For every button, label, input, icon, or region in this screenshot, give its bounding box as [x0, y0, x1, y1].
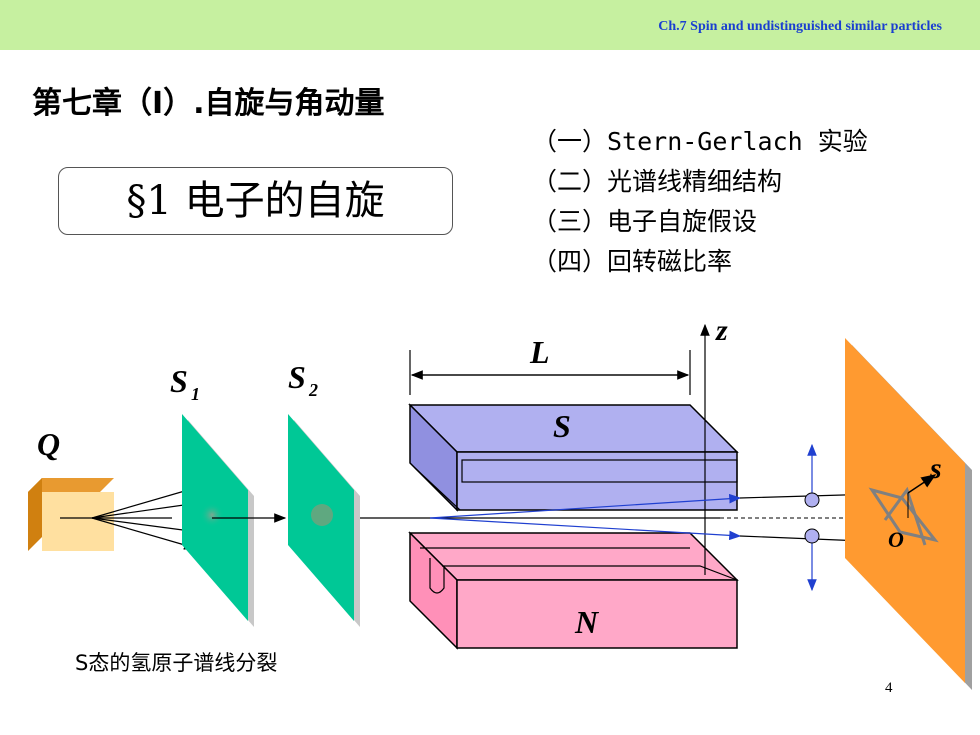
label-length: L	[529, 334, 550, 370]
header-bar: Ch.7 Spin and undistinguished similar pa…	[0, 0, 980, 50]
header-chapter-title: Ch.7 Spin and undistinguished similar pa…	[658, 19, 942, 34]
label-slit2-sub: 2	[308, 380, 318, 400]
outline-item: （三）电子自旋假设	[532, 207, 758, 236]
label-slit1: S	[170, 363, 188, 399]
outline-list: （一）Stern-Gerlach 实验 （二）光谱线精细结构 （三）电子自旋假设…	[532, 122, 868, 282]
page-title: 第七章（Ⅰ）.自旋与角动量	[32, 86, 385, 121]
label-spin: s	[929, 452, 942, 485]
label-source: Q	[37, 426, 60, 462]
page-number: 4	[885, 680, 893, 696]
outline-item: （四）回转磁比率	[532, 247, 733, 276]
magnet-south	[408, 403, 739, 512]
source-oven	[28, 478, 114, 551]
label-origin: O	[888, 527, 904, 552]
section-title: §1 电子的自旋	[126, 178, 385, 224]
section-box: §1 电子的自旋	[58, 167, 453, 235]
diagram-caption: S态的氢原子谱线分裂	[75, 651, 278, 675]
outline-item: （一）Stern-Gerlach 实验	[532, 127, 868, 156]
source-beams	[60, 486, 200, 550]
detector-screen	[845, 338, 972, 690]
slit-s2	[288, 414, 360, 627]
label-slit2: S	[288, 359, 306, 395]
magnet-north	[408, 531, 739, 650]
label-magnet-north: N	[574, 604, 600, 640]
slit-s1	[182, 414, 254, 627]
label-magnet-south: S	[553, 408, 571, 444]
atom-markers	[804, 443, 820, 592]
label-slit1-sub: 1	[191, 384, 200, 404]
length-dimension	[409, 350, 691, 395]
label-z-axis: z	[715, 314, 728, 347]
outline-item: （二）光谱线精细结构	[532, 167, 783, 196]
